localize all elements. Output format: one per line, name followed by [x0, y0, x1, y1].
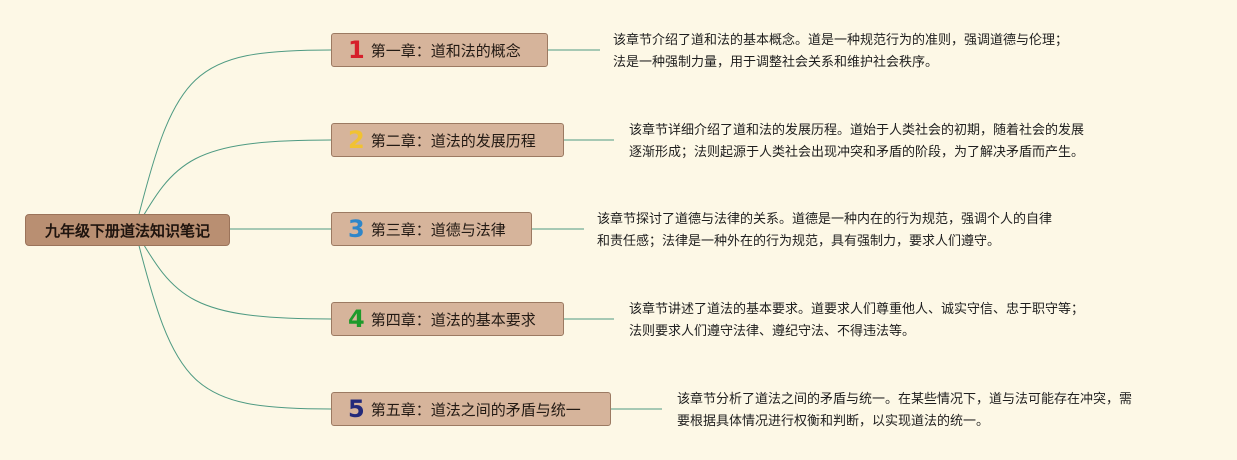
branch-line-2 — [134, 139, 332, 231]
root-topic[interactable]: 九年级下册道法知识笔记 — [25, 214, 230, 246]
chapter-1-description: 该章节介绍了道和法的基本概念。道是一种规范行为的准则，强调道德与伦理； 法是一种… — [613, 30, 1068, 74]
chapter-4-label: 第四章：道法的基本要求 — [370, 310, 536, 329]
chapter-5-label: 第五章：道法之间的矛盾与统一 — [370, 400, 581, 419]
chapter-3-desc-line-1: 该章节探讨了道德与法律的关系。道德是一种内在的行为规范，强调个人的自律 — [597, 212, 1053, 227]
chapter-number-3-icon: 3 — [348, 215, 365, 243]
chapter-3-node[interactable]: 3 第三章：道德与法律 — [331, 212, 532, 246]
chapter-number-5-icon: 5 — [348, 395, 365, 423]
chapter-2-description: 该章节详细介绍了道和法的发展历程。道始于人类社会的初期，随着社会的发展 逐渐形成… — [629, 120, 1084, 164]
branch-line-5 — [134, 229, 332, 410]
chapter-2-desc-line-2: 逐渐形成；法则起源于人类社会出现冲突和矛盾的阶段，为了解决矛盾而产生。 — [629, 145, 1085, 160]
chapter-1-desc-line-1: 该章节介绍了道和法的基本概念。道是一种规范行为的准则，强调道德与伦理； — [613, 33, 1069, 48]
chapter-5-desc-line-1: 该章节分析了道法之间的矛盾与统一。在某些情况下，道与法可能存在冲突，需 — [677, 392, 1133, 407]
chapter-3-description: 该章节探讨了道德与法律的关系。道德是一种内在的行为规范，强调个人的自律 和责任感… — [597, 209, 1052, 253]
chapter-2-label: 第二章：道法的发展历程 — [370, 131, 536, 150]
chapter-number-1-icon: 1 — [348, 36, 365, 64]
chapter-2-node[interactable]: 2 第二章：道法的发展历程 — [331, 123, 564, 157]
chapter-4-node[interactable]: 4 第四章：道法的基本要求 — [331, 302, 564, 336]
chapter-5-description: 该章节分析了道法之间的矛盾与统一。在某些情况下，道与法可能存在冲突，需 要根据具… — [677, 389, 1132, 433]
branch-line-1 — [134, 49, 332, 231]
chapter-2-desc-line-1: 该章节详细介绍了道和法的发展历程。道始于人类社会的初期，随着社会的发展 — [629, 123, 1085, 138]
chapter-4-desc-line-1: 该章节讲述了道法的基本要求。道要求人们尊重他人、诚实守信、忠于职守等； — [629, 302, 1085, 317]
chapter-3-desc-line-2: 和责任感；法律是一种外在的行为规范，具有强制力，要求人们遵守。 — [597, 234, 1001, 249]
chapter-5-desc-line-2: 要根据具体情况进行权衡和判断，以实现道法的统一。 — [677, 414, 990, 429]
chapter-number-2-icon: 2 — [348, 126, 365, 154]
chapter-1-label: 第一章：道和法的概念 — [370, 41, 521, 60]
chapter-5-node[interactable]: 5 第五章：道法之间的矛盾与统一 — [331, 392, 611, 426]
branch-line-4 — [134, 229, 332, 320]
chapter-4-desc-line-2: 法则要求人们遵守法律、遵纪守法、不得违法等。 — [629, 324, 916, 339]
chapter-3-label: 第三章：道德与法律 — [370, 220, 506, 239]
root-title: 九年级下册道法知识笔记 — [44, 221, 210, 240]
chapter-number-4-icon: 4 — [348, 305, 365, 333]
chapter-4-description: 该章节讲述了道法的基本要求。道要求人们尊重他人、诚实守信、忠于职守等； 法则要求… — [629, 299, 1084, 343]
chapter-1-desc-line-2: 法是一种强制力量，用于调整社会关系和维护社会秩序。 — [613, 55, 939, 70]
chapter-1-node[interactable]: 1 第一章：道和法的概念 — [331, 33, 548, 67]
